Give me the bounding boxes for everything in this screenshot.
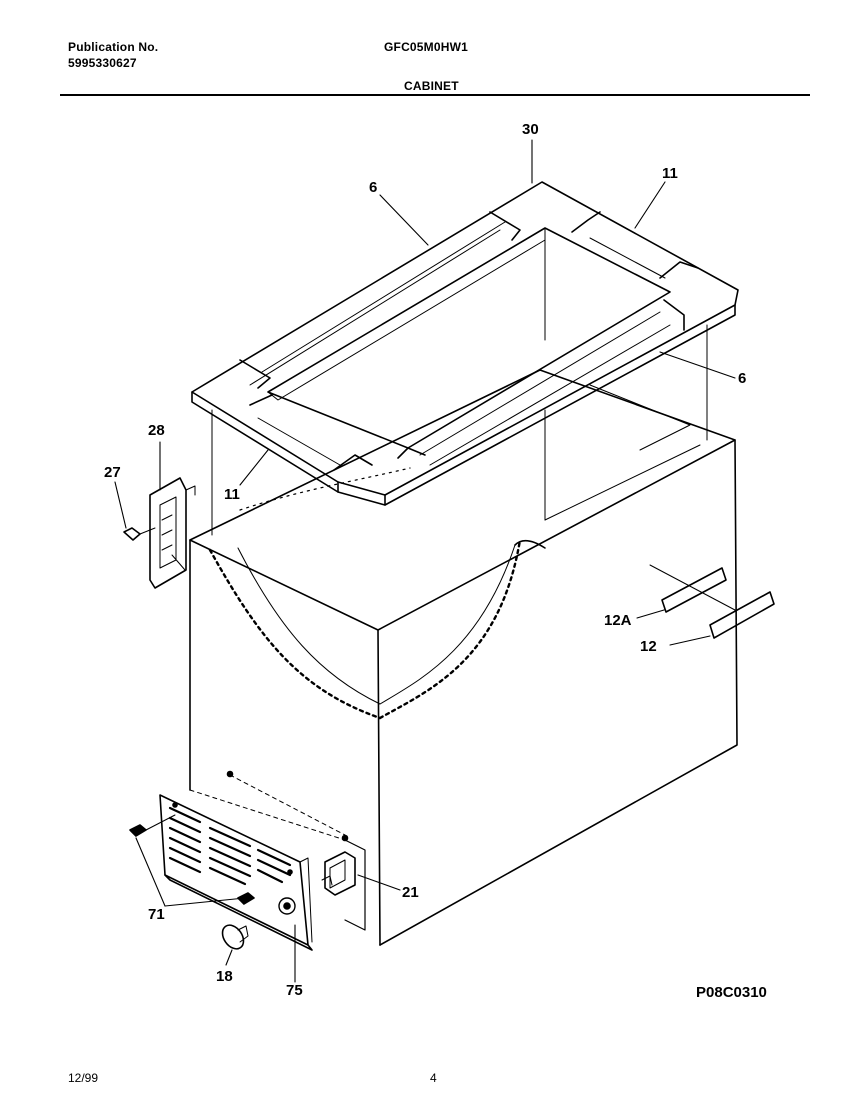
section-title: CABINET	[404, 79, 459, 93]
rear-grille	[159, 794, 313, 951]
assembly-lines	[211, 229, 708, 536]
callout-18: 18	[216, 968, 233, 985]
callout-6-right: 6	[738, 370, 747, 387]
callout-12a: 12A	[604, 612, 632, 629]
callout-71: 71	[148, 906, 165, 923]
footer-date: 12/99	[68, 1071, 99, 1085]
callout-12: 12	[640, 638, 657, 655]
callout-27: 27	[104, 464, 121, 481]
thermostat-knob	[123, 527, 156, 541]
callout-28: 28	[148, 422, 165, 439]
cabinet-body	[189, 369, 738, 946]
model-number: GFC05M0HW1	[384, 40, 469, 54]
callout-30: 30	[522, 121, 539, 138]
relay	[321, 851, 356, 896]
publication-label: Publication No.	[68, 40, 159, 54]
serial-plates	[649, 564, 775, 639]
breaker-frame	[191, 181, 739, 506]
page-number: 4	[430, 1071, 437, 1085]
callout-21: 21	[402, 884, 419, 901]
leader-lines	[114, 139, 736, 983]
diagram-code: P08C0310	[696, 984, 767, 1001]
thermostat-bracket	[149, 477, 196, 589]
callout-6-top: 6	[369, 179, 378, 196]
callout-11-top: 11	[662, 165, 678, 182]
callout-75: 75	[286, 982, 303, 999]
header-rule	[60, 94, 810, 96]
plug	[221, 924, 249, 950]
callout-11-left: 11	[224, 486, 240, 503]
publication-number: 5995330627	[68, 56, 137, 70]
grille-screws	[129, 814, 255, 905]
